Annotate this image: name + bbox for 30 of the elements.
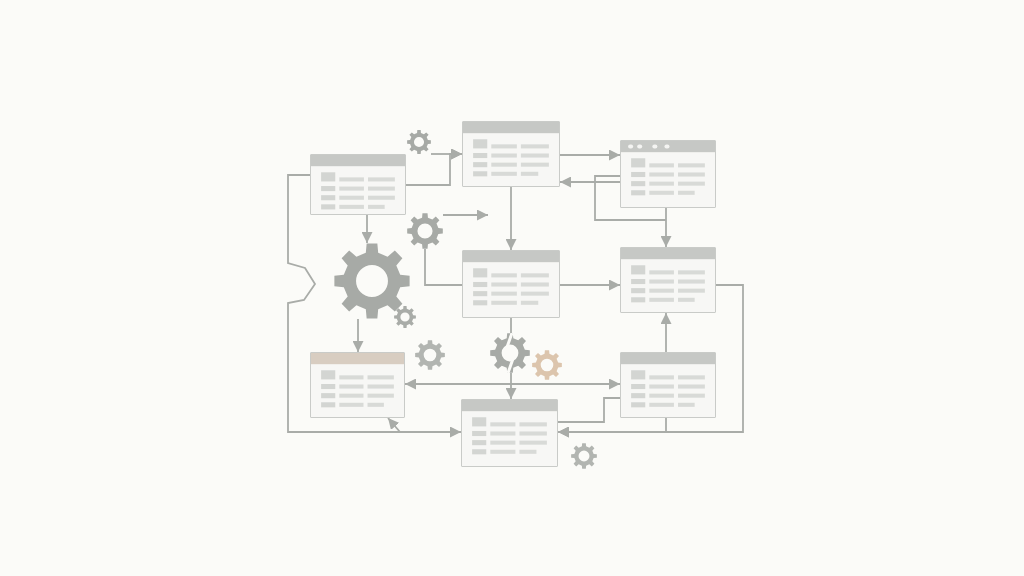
arrow [352, 318, 364, 353]
arrow [430, 148, 463, 160]
window-mockup [620, 247, 716, 313]
arrow [404, 378, 621, 390]
gear-icon [334, 243, 410, 319]
arrow [559, 279, 621, 291]
broken-gear-icon [490, 333, 530, 373]
window-mockup [462, 250, 560, 318]
arrow [557, 417, 667, 438]
gear-icon [407, 130, 431, 154]
arrow [559, 176, 621, 188]
window-mockup [310, 352, 405, 418]
window-mockup [310, 154, 406, 215]
arrow [505, 372, 517, 400]
arrow [660, 312, 672, 353]
arrow [442, 209, 489, 221]
window-mockup [620, 140, 716, 208]
arrow [287, 174, 462, 438]
arrow [387, 417, 401, 433]
connector-line [510, 317, 512, 334]
arrow [505, 186, 517, 251]
window-mockup [461, 399, 558, 467]
gear-icon [407, 213, 443, 249]
connector-line [424, 248, 463, 286]
window-mockup [462, 121, 560, 187]
connector-line [557, 397, 621, 423]
arrow [559, 149, 621, 161]
window-mockup [620, 352, 716, 418]
arrow [594, 175, 672, 248]
arrow [361, 214, 373, 244]
